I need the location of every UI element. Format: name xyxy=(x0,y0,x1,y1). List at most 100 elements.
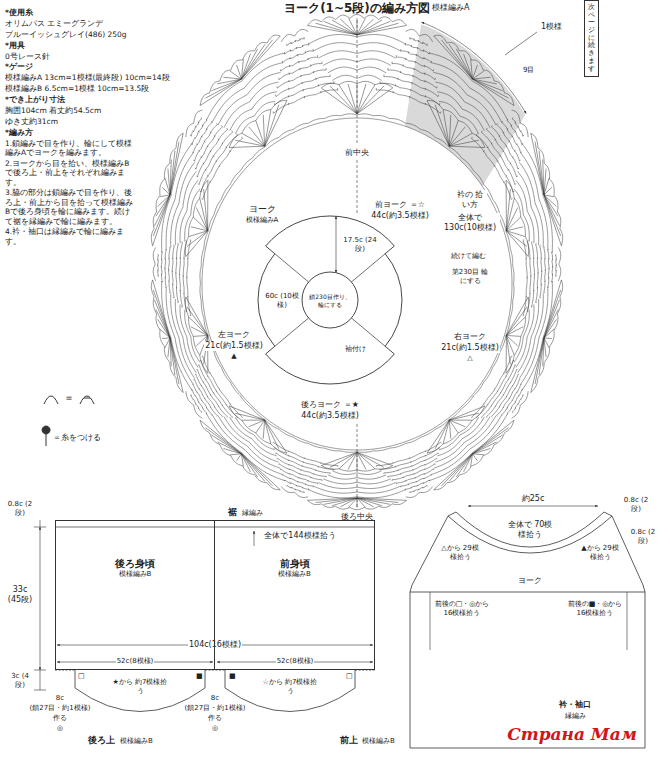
stitch-line xyxy=(201,135,238,192)
stitch-line xyxy=(295,40,296,42)
stitch-line xyxy=(511,399,513,401)
stitch-line xyxy=(535,142,544,195)
join-symbol xyxy=(42,426,50,446)
stitch-line xyxy=(165,250,166,288)
stitch-line xyxy=(201,360,238,417)
note-text: *用具 xyxy=(5,41,25,50)
stitch-line xyxy=(505,376,507,377)
stitch-line xyxy=(165,277,166,278)
stitch-line xyxy=(513,360,515,361)
stitch-line xyxy=(473,65,478,79)
stitch-line xyxy=(471,417,473,419)
note-text: ゆき丈約31cm xyxy=(5,117,58,126)
stitch-line xyxy=(434,420,514,490)
stitch-line xyxy=(168,281,169,282)
stitch-line xyxy=(275,453,276,454)
stitch-line xyxy=(413,473,414,474)
note-text: *使用糸 xyxy=(5,8,33,17)
stitch-line xyxy=(198,388,200,389)
stitch-line xyxy=(290,42,291,44)
stitch-line xyxy=(424,65,425,67)
stitch-line xyxy=(201,399,203,401)
stitch-line xyxy=(512,117,514,118)
stitch-line xyxy=(520,130,522,131)
body-label: (鎖27目・約1模様) xyxy=(30,704,91,713)
stitch-line xyxy=(313,71,314,73)
stitch-line xyxy=(202,382,204,383)
stitch-line xyxy=(193,123,212,153)
yoke-label: 衿の 拾い方 xyxy=(453,190,487,210)
yoke-label: 60c (10模様) xyxy=(263,292,301,310)
stitch-line xyxy=(425,460,426,461)
stitch-line xyxy=(275,448,334,470)
stitch-line xyxy=(187,258,188,260)
stitch-line xyxy=(196,369,198,370)
stitch-line xyxy=(170,338,171,366)
stitch-line xyxy=(162,281,192,390)
stitch-line xyxy=(161,274,162,275)
yoke-label: 前ヨーク ＝☆ xyxy=(374,200,426,210)
stitch-line xyxy=(218,388,220,390)
stitch-line xyxy=(176,287,177,288)
stitch-line xyxy=(415,477,416,478)
stitch-line xyxy=(199,132,233,184)
stitch-line xyxy=(424,80,425,82)
stitch-line xyxy=(552,274,553,275)
band-dimension xyxy=(40,670,41,690)
shaded-repeat xyxy=(405,24,525,186)
seam-line xyxy=(351,318,385,346)
stitch-line xyxy=(315,470,316,471)
stitch-line xyxy=(544,329,554,338)
stitch-line xyxy=(217,79,241,84)
stitch-line xyxy=(288,95,289,97)
stitch-line xyxy=(481,365,515,417)
stitch-line xyxy=(522,394,524,395)
stitch-line xyxy=(409,37,410,39)
symbol-key: ＝ xyxy=(64,392,74,405)
stitch-line xyxy=(275,95,276,97)
leader-line xyxy=(505,32,537,55)
stitch-line xyxy=(507,119,509,120)
stitch-line xyxy=(213,156,215,157)
stitch-line xyxy=(416,54,417,56)
stitch-line xyxy=(476,134,478,136)
stitch-line xyxy=(196,144,198,145)
collar-label: 前後の□・◎から 16模様拾う xyxy=(434,600,490,618)
stitch-line xyxy=(194,395,196,396)
note-text: 模様編みB 6.5cm=1模様 10cm=13.5段 xyxy=(5,84,149,93)
stitch-line xyxy=(242,133,265,146)
stitch-line xyxy=(165,258,166,260)
stitch-line xyxy=(288,103,289,105)
stitch-line xyxy=(299,39,300,41)
stitch-line xyxy=(408,51,409,53)
stitch-line xyxy=(440,442,442,444)
stitch-line xyxy=(288,455,289,456)
stitch-line xyxy=(520,384,522,385)
stitch-line xyxy=(436,458,437,459)
body-label: (鎖27目・約1模様) xyxy=(185,704,246,713)
stitch-line xyxy=(153,247,155,280)
yoke-label: ヨーク xyxy=(248,204,277,215)
stitch-line xyxy=(286,44,287,46)
body-label: ■ xyxy=(196,672,203,681)
stitch-line xyxy=(302,487,303,488)
stitch-line xyxy=(190,315,191,316)
yoke-label: 9目 xyxy=(522,66,535,75)
stitch-line xyxy=(483,150,485,152)
stitch-line xyxy=(410,39,427,46)
stitch-line xyxy=(229,403,231,405)
body-label: 52c(8模様) xyxy=(276,657,315,666)
collar-label: ヨーク xyxy=(518,576,542,586)
stitch-line xyxy=(224,417,279,463)
stitch-line xyxy=(396,57,433,71)
body-label: 8c xyxy=(56,694,64,703)
stitch-line xyxy=(424,464,425,465)
stitch-line xyxy=(548,268,549,269)
stitch-line xyxy=(218,139,220,140)
center-line xyxy=(357,160,358,214)
stitch-line xyxy=(545,269,546,270)
stitch-line xyxy=(211,435,241,454)
stitch-line xyxy=(216,123,218,125)
stitch-line xyxy=(523,239,524,241)
stitch-line xyxy=(357,25,407,34)
